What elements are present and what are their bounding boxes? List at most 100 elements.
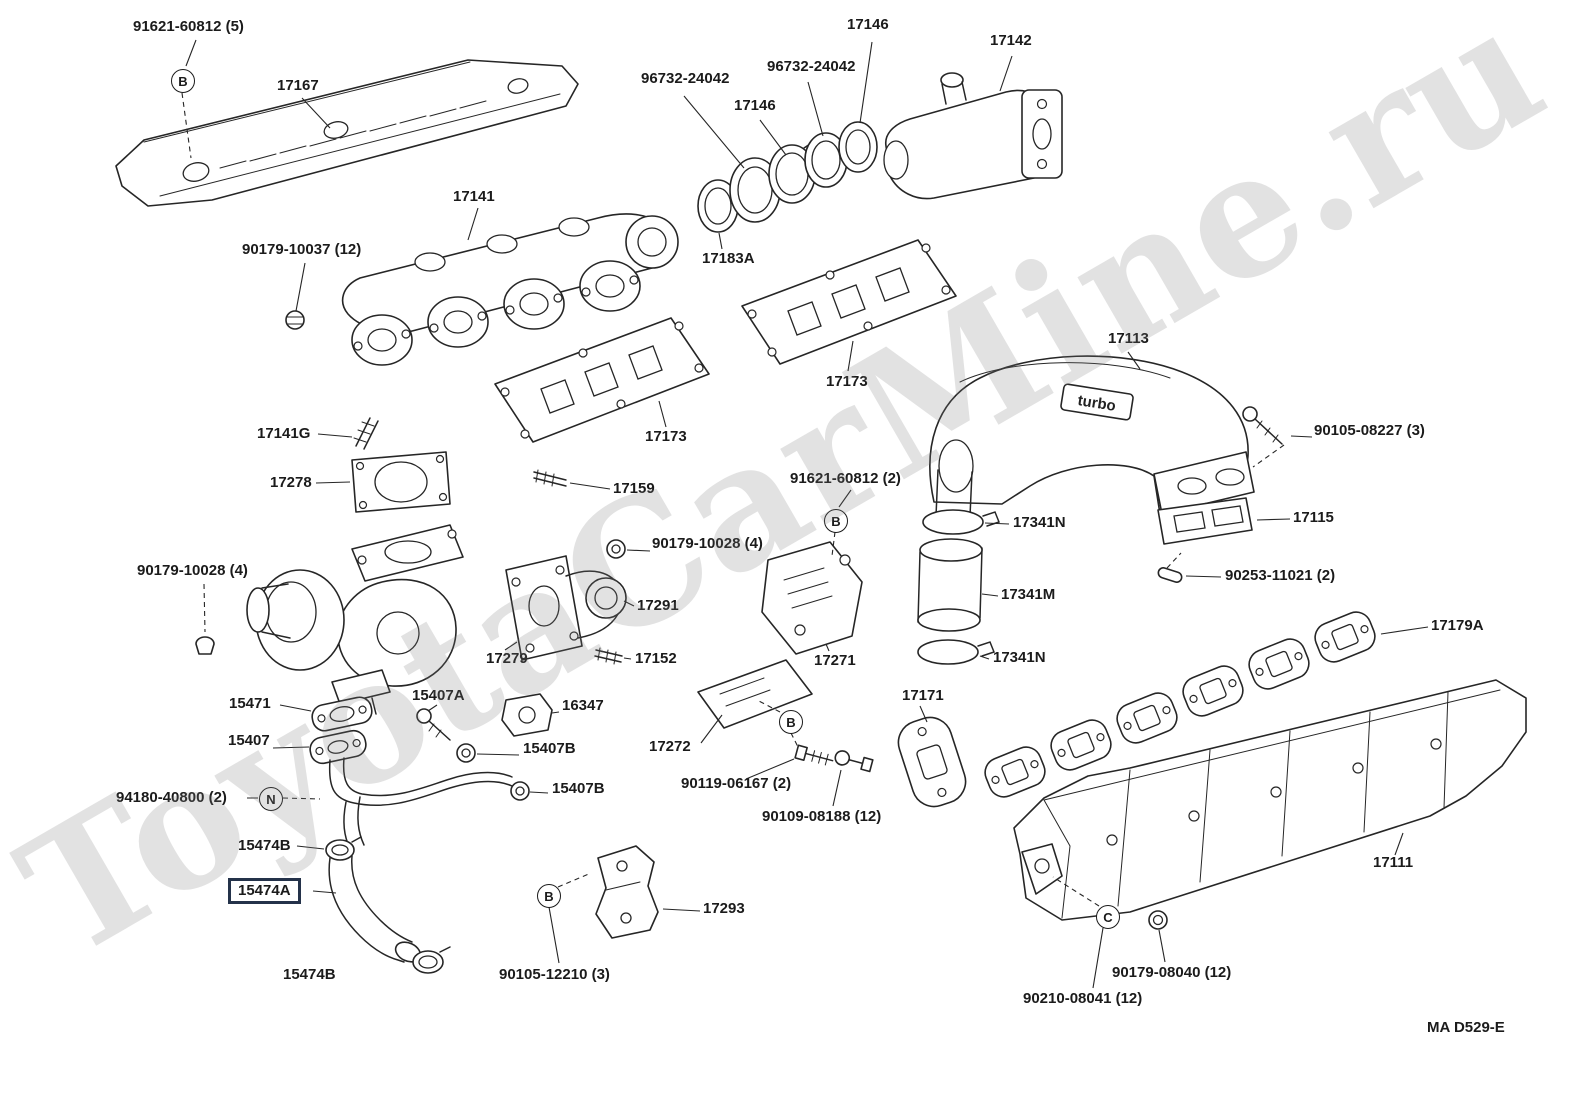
nut-90179-10028-left-drawing [195, 636, 215, 655]
part-label-17271: 17271 [814, 652, 856, 669]
heat-insulator-17167-drawing [115, 59, 579, 207]
marker-b-bracket-bolts: B [537, 884, 561, 908]
part-label-90179-10028-right: 90179-10028 (4) [652, 535, 763, 552]
marker-b-lower-shield-bolts: B [779, 710, 803, 734]
part-label-15474b-upper: 15474B [238, 837, 291, 854]
part-label-17179a: 17179A [1431, 617, 1484, 634]
hose-17341m-drawing [917, 538, 983, 632]
part-label-96732-24042-right: 96732-24042 [767, 58, 856, 75]
part-label-17293: 17293 [703, 900, 745, 917]
fitting-90109-08188-drawing [834, 750, 874, 773]
outlet-pipe-17142-drawing [883, 72, 1063, 200]
part-label-90253-11021: 90253-11021 (2) [1225, 567, 1336, 584]
part-label-90179-10037: 90179-10037 (12) [242, 241, 362, 258]
doc-code: MA D529-E [1427, 1019, 1505, 1036]
marker-b-shield-bolts: B [824, 509, 848, 533]
part-label-17341m: 17341M [1001, 586, 1056, 603]
part-label-17341n-lower: 17341N [993, 649, 1046, 666]
turbo-inlet-rings-drawing [697, 121, 878, 233]
pin-90253-11021-drawing [1157, 567, 1183, 583]
part-label-90105-12210: 90105-12210 (3) [499, 966, 610, 983]
gasket-16347-drawing [501, 693, 553, 737]
part-label-17146-mid: 17146 [734, 97, 776, 114]
part-label-17278: 17278 [270, 474, 312, 491]
flange-17171-drawing [897, 716, 967, 808]
part-label-17272: 17272 [649, 738, 691, 755]
part-label-15474a-highlighted: 15474A [228, 878, 301, 904]
nut-90179-08040-drawing [1148, 910, 1168, 930]
stud-17159-drawing [533, 469, 567, 487]
part-label-17279: 17279 [486, 650, 528, 667]
part-label-17141g: 17141G [257, 425, 311, 442]
clamp-15474b-upper-drawing [325, 836, 362, 861]
nut-90179-10037-drawing [285, 310, 305, 330]
clamp-17341n-upper-drawing [922, 509, 1000, 535]
gasket-17115-drawing [1157, 497, 1253, 545]
part-label-17141: 17141 [453, 188, 495, 205]
gasket-chain-17179a-drawing [984, 611, 1376, 798]
part-label-15407b-lower: 15407B [552, 780, 605, 797]
bolt-15407a-drawing [416, 708, 451, 741]
part-label-90179-10028-left: 90179-10028 (4) [137, 562, 248, 579]
stud-17141g-drawing [353, 417, 379, 450]
part-label-17171: 17171 [902, 687, 944, 704]
part-label-17115: 17115 [1293, 509, 1334, 526]
bolt-90119-06167-drawing [794, 744, 834, 766]
part-label-17159: 17159 [613, 480, 655, 497]
stud-17152-drawing [594, 647, 623, 665]
part-label-94180-40800: 94180-40800 (2) [116, 789, 227, 806]
part-label-15471: 15471 [229, 695, 271, 712]
part-label-90210-08041: 90210-08041 (12) [1023, 990, 1143, 1007]
leader-lines [185, 39, 1429, 989]
marker-c-manifold-plug: C [1096, 905, 1120, 929]
hose-15474a-drawing [328, 855, 422, 963]
gasket-15471-drawing [311, 696, 373, 732]
part-label-16347: 16347 [562, 697, 604, 714]
part-label-17113: 17113 [1108, 330, 1149, 347]
heat-shield-17272-drawing [697, 659, 813, 729]
intake-connector-17113-drawing: turbo [929, 355, 1255, 517]
washer-15407b-lower-drawing [510, 781, 530, 801]
oil-pipe-15407-drawing [309, 729, 513, 850]
part-label-15407: 15407 [228, 732, 270, 749]
clamp-15474b-lower-drawing [412, 946, 451, 974]
part-label-17142: 17142 [990, 32, 1032, 49]
marker-b-insulator-bolts: B [171, 69, 195, 93]
part-label-17111: 17111 [1373, 854, 1414, 871]
part-label-91621-60812-2: 91621-60812 (2) [790, 470, 901, 487]
dashed-leader-lines [181, 92, 1285, 907]
bolt-90105-08227-drawing [1242, 406, 1283, 445]
gasket-17173-right-drawing [741, 239, 957, 365]
turbocharger-drawing [246, 524, 464, 721]
marker-n-drain-nut: N [259, 787, 283, 811]
heat-shield-17271-drawing [761, 541, 863, 655]
part-label-15407b-upper: 15407B [523, 740, 576, 757]
part-label-17291: 17291 [637, 597, 679, 614]
part-label-90119-06167: 90119-06167 (2) [681, 775, 792, 792]
part-label-17152: 17152 [635, 650, 677, 667]
washer-15407b-upper-drawing [456, 743, 476, 763]
part-label-90105-08227: 90105-08227 (3) [1314, 422, 1425, 439]
part-label-15407a: 15407A [412, 687, 465, 704]
turbo-badge-text: turbo [1077, 392, 1118, 415]
clamp-17341n-lower-drawing [917, 639, 995, 665]
intake-manifold-17111-drawing [1013, 679, 1527, 921]
part-label-17173-right: 17173 [826, 373, 868, 390]
part-label-91621-60812-5: 91621-60812 (5) [133, 18, 244, 35]
part-label-17146-top: 17146 [847, 16, 889, 33]
gasket-17173-left-drawing [494, 317, 710, 443]
part-label-17173-left: 17173 [645, 428, 687, 445]
elbow-17291-drawing [505, 555, 627, 661]
part-label-90109-08188: 90109-08188 (12) [762, 808, 882, 825]
part-label-90179-08040: 90179-08040 (12) [1112, 964, 1232, 981]
part-label-15474b-lower: 15474B [283, 966, 336, 983]
part-label-17183a: 17183A [702, 250, 755, 267]
nut-90179-10028-right-drawing [606, 539, 626, 559]
part-label-17341n-upper: 17341N [1013, 514, 1066, 531]
gasket-17278-drawing [351, 451, 451, 513]
part-label-96732-24042-left: 96732-24042 [641, 70, 730, 87]
exhaust-manifold-17141-drawing [341, 213, 679, 366]
bracket-17293-drawing [595, 845, 659, 939]
